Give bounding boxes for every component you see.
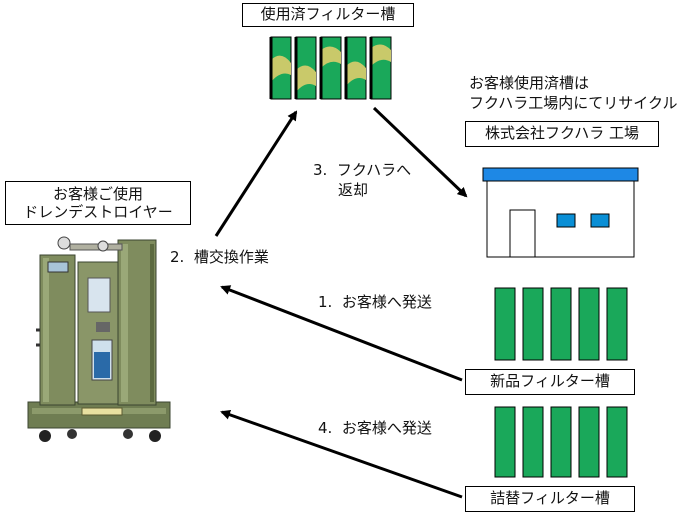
recycle-note-line2: フクハラ工場内にてリサイクル (469, 94, 678, 112)
used-filter-label: 使用済フィルター槽 (242, 3, 414, 27)
factory-label: 株式会社フクハラ 工場 (465, 121, 659, 147)
used-filter-cartridge-icon (319, 36, 342, 100)
filter-cartridge-icon (522, 406, 544, 478)
filter-cartridge-icon (606, 287, 628, 361)
used-filter-cartridge-icon (344, 36, 367, 100)
arrow-step4-ship (220, 409, 463, 499)
used-filter-cartridge-icon (294, 36, 317, 100)
arrow-step2-exchange (214, 110, 298, 237)
new-filter-cartridges (494, 287, 628, 361)
used-filter-cartridges (269, 36, 392, 100)
filter-cartridge-icon (578, 287, 600, 361)
used-filter-cartridge-icon (369, 36, 392, 100)
new-filter-label: 新品フィルター槽 (465, 369, 635, 395)
step2-label: 2. 槽交換作業 (170, 248, 269, 266)
arrow-step1-ship (220, 285, 463, 382)
step4-label: 4. お客様へ発送 (318, 419, 432, 437)
drain-destroyer-machine-photo (27, 236, 171, 442)
filter-cartridge-icon (606, 406, 628, 478)
step3-label-line1: 3. フクハラへ (313, 161, 412, 179)
refill-filter-cartridges (494, 406, 628, 478)
filter-cartridge-icon (494, 287, 516, 361)
arrow-step3-return (372, 106, 468, 198)
customer-machine-label: お客様ご使用 ドレンデストロイヤー (5, 181, 191, 225)
used-filter-cartridge-icon (269, 36, 292, 100)
filter-cartridge-icon (550, 287, 572, 361)
customer-machine-label-line2: ドレンデストロイヤー (23, 203, 173, 221)
step1-label: 1. お客様へ発送 (318, 293, 432, 311)
filter-cartridge-icon (550, 406, 572, 478)
customer-machine-label-line1: お客様ご使用 (52, 185, 143, 203)
step3-label-line2: 返却 (338, 181, 369, 199)
filter-cartridge-icon (494, 406, 516, 478)
filter-cartridge-icon (578, 406, 600, 478)
recycle-note-line1: お客様使用済槽は (469, 74, 590, 92)
factory-building-icon (482, 167, 639, 258)
filter-cartridge-icon (522, 287, 544, 361)
refill-filter-label: 詰替フィルター槽 (465, 486, 635, 512)
